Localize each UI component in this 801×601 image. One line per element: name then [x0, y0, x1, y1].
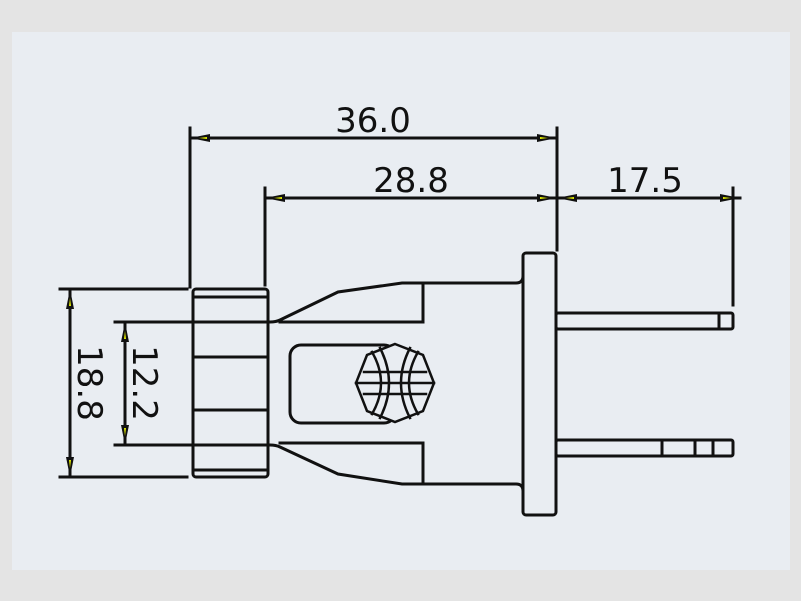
plug-nut	[191, 287, 270, 479]
screw-head-icon	[354, 342, 436, 424]
plug-flange	[521, 251, 558, 517]
plug-pin-bottom	[554, 438, 735, 458]
extension-lines	[58, 126, 735, 479]
dim-label-neck: 12.2	[124, 345, 164, 421]
drawing-panel	[12, 32, 790, 570]
dim-label-pin: 17.5	[607, 161, 683, 201]
dim-label-overall: 36.0	[335, 101, 411, 141]
dim-label-body: 28.8	[373, 161, 449, 201]
plug-pin-top	[554, 311, 735, 331]
dim-label-nut: 18.8	[69, 345, 109, 421]
